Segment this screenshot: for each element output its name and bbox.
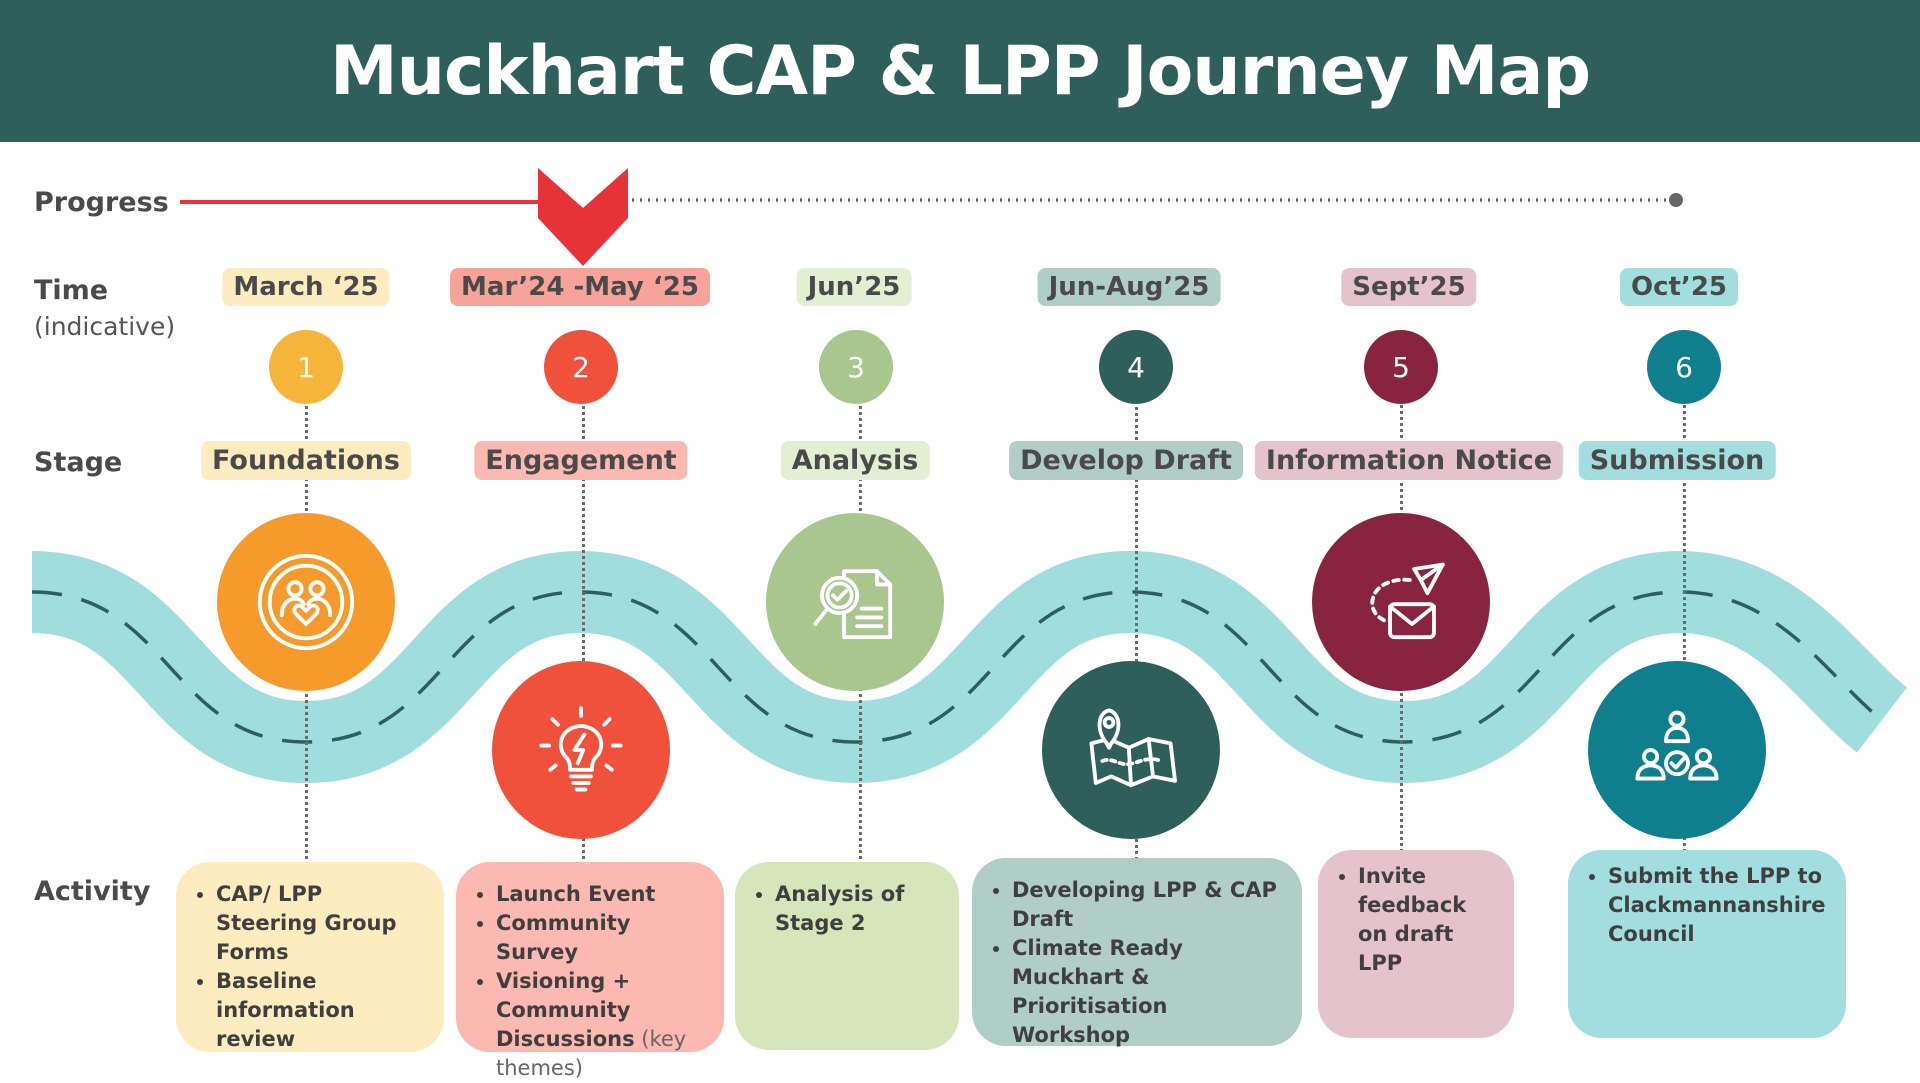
activity-item: Visioning + Community Discussions (key t… — [496, 967, 708, 1083]
activity-item: Community Survey — [496, 909, 708, 967]
stage-5-time: Sept’25 — [1341, 268, 1477, 306]
stage-4-activity-box: Developing LPP & CAP Draft Climate Ready… — [972, 858, 1302, 1047]
progress-label: Progress — [34, 187, 169, 218]
team-check-icon — [1588, 661, 1766, 839]
time-label: Time — [34, 275, 109, 306]
document-search-icon — [766, 513, 944, 691]
map-pin-icon — [1042, 661, 1220, 839]
activity-item: CAP/ LPP Steering Group Forms — [216, 880, 428, 967]
progress-bar — [180, 168, 1683, 266]
stage-1-name: Foundations — [201, 441, 411, 480]
activity-item-text: Visioning + Community Discussions — [496, 969, 635, 1051]
stage-1-time: March ‘25 — [222, 268, 390, 306]
stage-3-number: 3 — [819, 330, 893, 404]
stage-6-connector — [1683, 400, 1686, 852]
stage-3-time: Jun’25 — [796, 268, 912, 306]
activity-label: Activity — [34, 876, 151, 907]
activity-item: Analysis of Stage 2 — [775, 880, 943, 938]
stage-2-number: 2 — [544, 330, 618, 404]
stage-5-name: Information Notice — [1254, 441, 1564, 480]
stage-1-activity-box: CAP/ LPP Steering Group Forms Baseline i… — [176, 862, 444, 1052]
stage-2-name: Engagement — [474, 441, 688, 480]
activity-item-note: (key themes) — [496, 1027, 687, 1080]
stage-4-number: 4 — [1099, 330, 1173, 404]
activity-item: Baseline information review — [216, 967, 428, 1054]
activity-item: Invite feedback on draft LPP — [1358, 862, 1498, 978]
progress-end-dot — [1669, 193, 1683, 207]
send-mail-icon — [1312, 513, 1490, 691]
activity-item: Submit the LPP to Clackmannanshire Counc… — [1608, 862, 1830, 949]
stage-3-name: Analysis — [780, 441, 930, 480]
stage-6-name: Submission — [1578, 441, 1776, 480]
activity-item: Launch Event — [496, 880, 708, 909]
stage-4-time: Jun-Aug’25 — [1037, 268, 1221, 306]
page-title: Muckhart CAP & LPP Journey Map — [329, 31, 1591, 111]
road-center-dashes — [31, 590, 1884, 744]
time-sub-label: (indicative) — [34, 312, 176, 341]
stage-5-number: 5 — [1364, 330, 1438, 404]
stage-6-activity-box: Submit the LPP to Clackmannanshire Counc… — [1568, 850, 1846, 1038]
stage-3-activity-box: Analysis of Stage 2 — [735, 862, 959, 1050]
community-heart-icon — [217, 513, 395, 691]
stage-2-time: Mar’24 -May ‘25 — [450, 268, 710, 306]
progress-marker-icon — [538, 168, 628, 266]
lightbulb-icon — [492, 661, 670, 839]
stage-2-activity-box: Launch Event Community Survey Visioning … — [456, 862, 724, 1080]
activity-item: Climate Ready Muckhart & Prioritisation … — [1012, 934, 1286, 1050]
stage-label: Stage — [34, 447, 123, 478]
header-banner: Muckhart CAP & LPP Journey Map — [0, 0, 1920, 142]
stage-1-number: 1 — [269, 330, 343, 404]
stage-2-connector — [582, 400, 585, 865]
stage-6-number: 6 — [1647, 330, 1721, 404]
stage-5-activity-box: Invite feedback on draft LPP — [1318, 850, 1514, 1038]
stage-4-connector — [1135, 400, 1138, 860]
stage-6-time: Oct’25 — [1619, 268, 1739, 306]
activity-item: Developing LPP & CAP Draft — [1012, 876, 1286, 934]
stage-4-name: Develop Draft — [1009, 441, 1243, 480]
